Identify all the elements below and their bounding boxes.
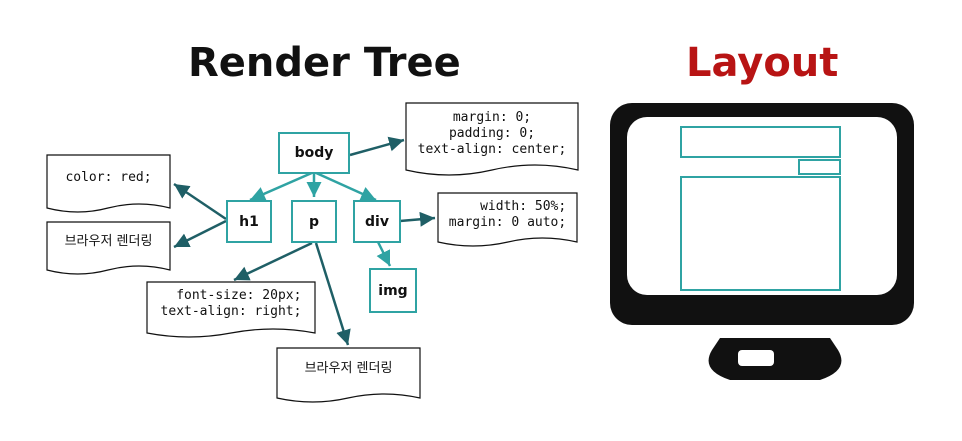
note-body-css-paper (405, 102, 579, 176)
layout-block-div (680, 176, 841, 291)
node-div: div (353, 200, 401, 243)
monitor-icon (610, 103, 914, 380)
note-div-css-paper (437, 192, 578, 247)
note-h1-text: 브라우저 렌더링 (64, 234, 153, 249)
edge-body-h1 (249, 170, 315, 202)
note-h1-text-paper (46, 221, 171, 275)
node-p: p (291, 200, 337, 243)
note-h1-color-paper (46, 154, 171, 213)
note-p-css-paper (146, 281, 316, 338)
edge-div-css (399, 211, 436, 227)
edge-p-css (233, 241, 313, 282)
layout-block-h1 (680, 126, 841, 158)
note-p-css: font-size: 20px; text-align: right; (160, 288, 302, 319)
edge-h1-color (173, 182, 227, 221)
edge-div-img (376, 241, 392, 267)
edge-p-text (314, 242, 351, 346)
render-tree-title: Render Tree (188, 40, 461, 86)
note-div-css: width: 50%; margin: 0 auto; (448, 199, 567, 230)
edge-body-css (349, 136, 405, 157)
note-body-css: margin: 0; padding: 0; text-align: cente… (417, 110, 567, 157)
note-p-text-paper (276, 347, 421, 403)
note-p-text: 브라우저 렌더링 (304, 361, 393, 376)
node-img: img (369, 268, 417, 313)
layout-block-p (798, 159, 841, 175)
note-h1-color: color: red; (65, 170, 152, 185)
node-h1: h1 (226, 200, 272, 243)
edge-h1-text (173, 219, 227, 249)
monitor-stand (708, 338, 842, 380)
layout-title: Layout (686, 40, 839, 86)
edge-body-div (313, 170, 377, 202)
node-body: body (278, 132, 350, 174)
